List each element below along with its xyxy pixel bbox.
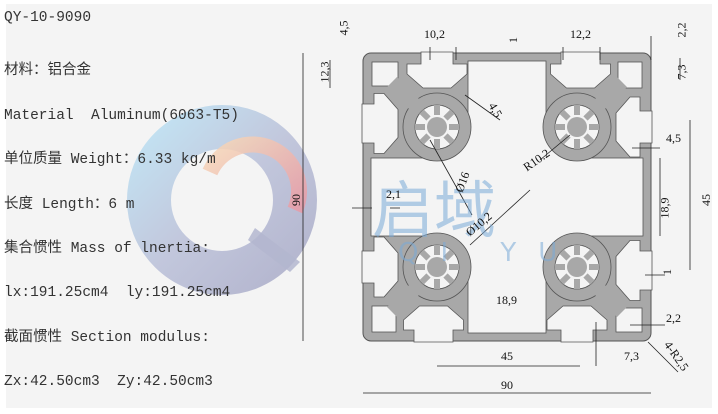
logo-inner-arc: [202, 136, 307, 214]
core-center: [427, 117, 447, 137]
inertia-title: 集合惯性 Mass of lnertia:: [4, 241, 210, 257]
core-tooth: [419, 273, 431, 285]
core-tooth: [555, 124, 565, 130]
core-center: [567, 257, 587, 277]
corner-hole: [617, 61, 643, 89]
core-tooth: [589, 264, 599, 270]
watermark-cn: 启域: [372, 174, 497, 247]
corner-hole: [371, 305, 397, 333]
dim-label: 10,2: [424, 27, 445, 41]
core-tooth: [583, 109, 595, 121]
core-tooth: [419, 249, 431, 261]
core-tooth: [443, 109, 455, 121]
core-tooth: [574, 245, 580, 255]
t-slot: [361, 236, 399, 298]
dim-label: 2,1: [386, 187, 401, 201]
core-tooth: [443, 249, 455, 261]
core-tooth: [583, 273, 595, 285]
core-tooth: [434, 279, 440, 289]
core-tooth: [419, 133, 431, 145]
dim-label: 2,2: [666, 311, 681, 325]
dim-label: 1: [660, 269, 674, 275]
core-tooth: [589, 124, 599, 130]
core-tooth: [415, 124, 425, 130]
weight: 单位质量 Weight：6.33 kg/m: [4, 152, 216, 168]
material-en: Material Aluminum(6063-T5): [4, 108, 239, 124]
dimension-line: [429, 139, 473, 216]
logo-q-tail: [248, 228, 300, 272]
core-tooth: [583, 249, 595, 261]
profile-quadrant: [361, 93, 472, 333]
core-center: [567, 117, 587, 137]
inertia-values: lx:191.25cm4 ly:191.25cm4: [4, 285, 231, 301]
dim-label: 4,5: [336, 20, 351, 36]
dim-label: 1: [506, 37, 520, 43]
dimension-line: [469, 189, 531, 246]
dim-label: 18,9: [657, 197, 672, 219]
dim-label: 12,3: [317, 61, 332, 83]
dim-label: 7,3: [624, 349, 639, 363]
dim-label: 12,2: [570, 27, 591, 41]
core-tooth: [574, 105, 580, 115]
core-tooth: [434, 245, 440, 255]
core-tooth: [574, 139, 580, 149]
core-tooth: [555, 264, 565, 270]
t-slot: [403, 305, 464, 343]
core-tooth: [449, 264, 459, 270]
model-number: QY-10-9090: [4, 10, 92, 26]
dim-label: 18,9: [496, 293, 517, 307]
core-tooth: [559, 249, 571, 261]
dim-label: 2,2: [674, 22, 689, 38]
dimension-line: [539, 134, 571, 161]
core-tooth: [574, 279, 580, 289]
dim-label: 7,3: [674, 64, 689, 80]
profile-quadrant: [371, 51, 611, 162]
center-cavity: [372, 162, 642, 232]
length: 长度 Length：6 m: [4, 197, 135, 213]
t-slot: [615, 240, 653, 301]
dim-label: 45: [699, 194, 713, 206]
core-tooth: [443, 133, 455, 145]
dimension-line: [464, 94, 501, 121]
core-tooth: [583, 133, 595, 145]
watermark-en: QI YU: [398, 238, 580, 268]
dim-label: 45: [501, 349, 513, 363]
t-slot: [546, 305, 608, 343]
t-slot: [361, 93, 399, 154]
dimension-line: [647, 341, 679, 373]
dim-label: 90: [289, 194, 303, 206]
modulus-values: Zx:42.50cm3 Zy:42.50cm3: [4, 374, 213, 390]
core-tooth: [449, 124, 459, 130]
t-slot: [406, 51, 468, 89]
profile-quadrant: [403, 232, 643, 343]
core-tooth: [434, 139, 440, 149]
core-tooth: [559, 273, 571, 285]
modulus-title: 截面惯性 Section modulus:: [4, 330, 210, 346]
t-slot: [615, 96, 653, 158]
core-tooth: [419, 109, 431, 121]
core-tooth: [415, 264, 425, 270]
core-center: [427, 257, 447, 277]
dim-label: 90: [501, 378, 513, 392]
dim-label: 4,5: [666, 131, 681, 145]
core-tooth: [559, 109, 571, 121]
core-tooth: [443, 273, 455, 285]
material-cn: 材料：铝合金: [4, 63, 91, 79]
core-tooth: [434, 105, 440, 115]
